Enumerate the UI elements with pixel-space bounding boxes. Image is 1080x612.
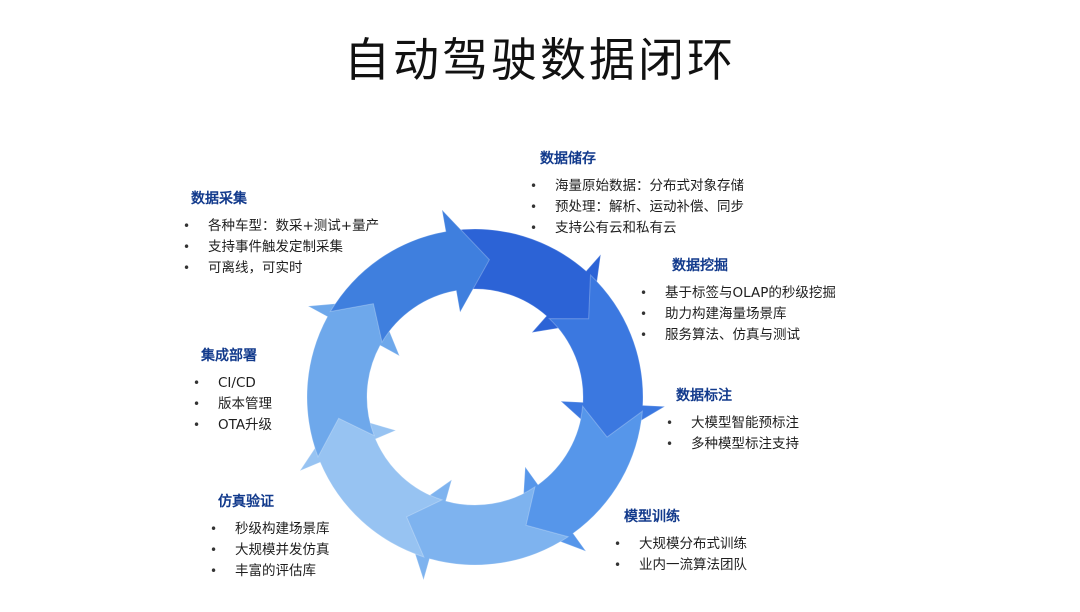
block-data-collection: 数据采集 各种车型：数采+测试+量产 支持事件触发定制采集 可离线，可实时	[183, 188, 379, 279]
bullet-list: 基于标签与OLAP的秒级挖掘 助力构建海量场景库 服务算法、仿真与测试	[640, 283, 836, 346]
list-item: 多种模型标注支持	[666, 434, 799, 455]
block-title: 数据标注	[676, 388, 732, 404]
block-deployment: 集成部署 CI/CD 版本管理 OTA升级	[193, 345, 272, 436]
block-title: 数据挖掘	[672, 258, 728, 274]
bullet-list: 大模型智能预标注 多种模型标注支持	[666, 413, 799, 455]
list-item: 可离线，可实时	[183, 258, 379, 279]
bullet-list: 各种车型：数采+测试+量产 支持事件触发定制采集 可离线，可实时	[183, 216, 379, 279]
list-item: 服务算法、仿真与测试	[640, 325, 836, 346]
block-data-labeling: 数据标注 大模型智能预标注 多种模型标注支持	[666, 385, 799, 455]
list-item: 支持公有云和私有云	[530, 218, 744, 239]
list-item: 支持事件触发定制采集	[183, 237, 379, 258]
list-item: 版本管理	[193, 394, 272, 415]
bullet-list: 海量原始数据：分布式对象存储 预处理：解析、运动补偿、同步 支持公有云和私有云	[530, 176, 744, 239]
bullet-list: 秒级构建场景库 大规模并发仿真 丰富的评估库	[210, 519, 330, 582]
bullet-list: CI/CD 版本管理 OTA升级	[193, 373, 272, 436]
list-item: 大规模分布式训练	[614, 534, 747, 555]
bullet-list: 大规模分布式训练 业内一流算法团队	[614, 534, 747, 576]
block-title: 数据储存	[540, 151, 596, 167]
list-item: OTA升级	[193, 415, 272, 436]
list-item: 大规模并发仿真	[210, 540, 330, 561]
page-title: 自动驾驶数据闭环	[344, 33, 736, 87]
block-data-storage: 数据储存 海量原始数据：分布式对象存储 预处理：解析、运动补偿、同步 支持公有云…	[530, 148, 744, 239]
block-title: 仿真验证	[218, 494, 274, 510]
list-item: 各种车型：数采+测试+量产	[183, 216, 379, 237]
block-model-training: 模型训练 大规模分布式训练 业内一流算法团队	[614, 506, 747, 576]
list-item: 海量原始数据：分布式对象存储	[530, 176, 744, 197]
list-item: 大模型智能预标注	[666, 413, 799, 434]
list-item: CI/CD	[193, 373, 272, 394]
list-item: 预处理：解析、运动补偿、同步	[530, 197, 744, 218]
list-item: 秒级构建场景库	[210, 519, 330, 540]
list-item: 业内一流算法团队	[614, 555, 747, 576]
list-item: 基于标签与OLAP的秒级挖掘	[640, 283, 836, 304]
block-title: 数据采集	[191, 191, 247, 207]
block-title: 模型训练	[624, 509, 680, 525]
block-data-mining: 数据挖掘 基于标签与OLAP的秒级挖掘 助力构建海量场景库 服务算法、仿真与测试	[640, 255, 836, 346]
list-item: 丰富的评估库	[210, 561, 330, 582]
block-simulation: 仿真验证 秒级构建场景库 大规模并发仿真 丰富的评估库	[210, 491, 330, 582]
list-item: 助力构建海量场景库	[640, 304, 836, 325]
block-title: 集成部署	[201, 348, 257, 364]
